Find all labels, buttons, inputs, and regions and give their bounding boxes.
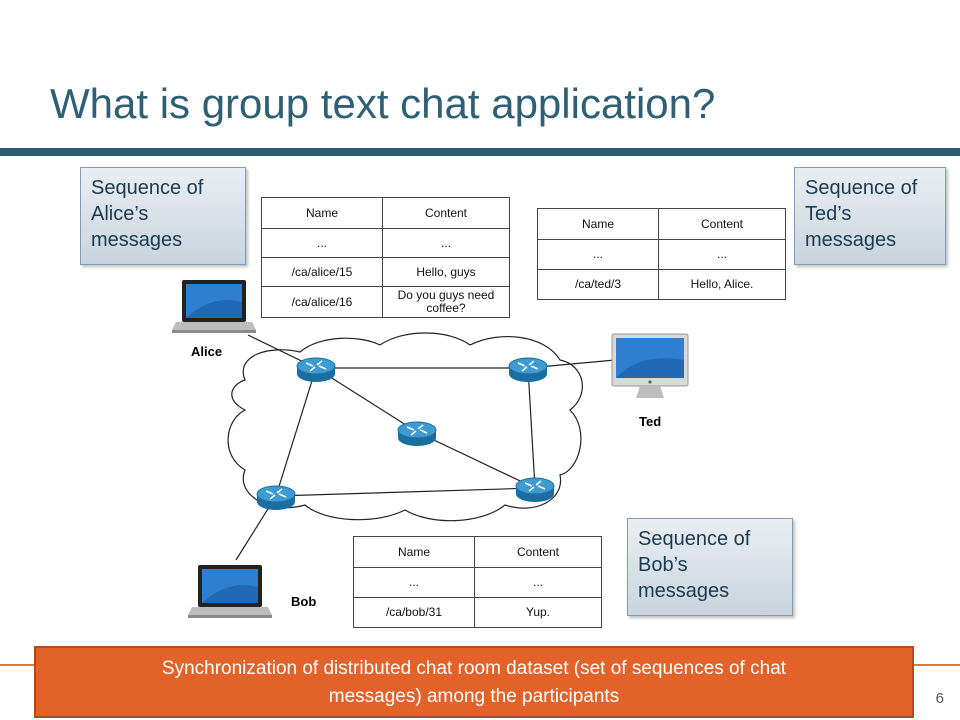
- callout-ted-line-1: Sequence of: [805, 177, 918, 199]
- desktop-icon: [611, 333, 689, 398]
- slide-title: What is group text chat application?: [50, 80, 716, 127]
- callout-alice-line-2: Alice’s: [91, 203, 149, 225]
- table-cell-content: Hello, Alice.: [658, 269, 786, 300]
- title-divider: [0, 148, 960, 156]
- router-icon: [508, 357, 548, 383]
- banner-line-2: messages) among the participants: [328, 686, 620, 707]
- router-icon: [296, 357, 336, 383]
- table-row: ... ...: [261, 228, 510, 258]
- callout-bob-line-1: Sequence of: [638, 528, 751, 550]
- callout-alice-line-1: Sequence of: [91, 177, 204, 199]
- ted-message-table: Name Content ... ... /ca/ted/3 Hello, Al…: [537, 208, 786, 300]
- page-number: 6: [935, 690, 944, 707]
- table-header-row: Name Content: [261, 197, 510, 229]
- table-cell-content: ...: [658, 239, 786, 270]
- callout-bob-line-3: messages: [638, 580, 730, 602]
- table-cell-content: ...: [382, 228, 510, 258]
- table-header-content: Content: [382, 197, 510, 229]
- node-label-bob: Bob: [291, 594, 317, 609]
- table-row: /ca/alice/15 Hello, guys: [261, 257, 510, 287]
- table-header-content: Content: [474, 536, 602, 568]
- table-header-content: Content: [658, 208, 786, 240]
- bob-message-table: Name Content ... ... /ca/bob/31 Yup.: [353, 536, 602, 628]
- callout-bob: Sequence of Bob’s messages: [627, 518, 793, 616]
- node-label-ted: Ted: [639, 414, 662, 429]
- summary-banner: Synchronization of distributed chat room…: [34, 646, 914, 718]
- table-cell-name: ...: [353, 567, 475, 598]
- banner-line-1: Synchronization of distributed chat room…: [161, 658, 787, 679]
- table-cell-content: Do you guys need coffee?: [382, 286, 510, 318]
- alice-message-table: Name Content ... ... /ca/alice/15 Hello,…: [261, 197, 510, 318]
- router-icon: [256, 485, 296, 511]
- router-icon: [397, 421, 437, 447]
- table-row: /ca/ted/3 Hello, Alice.: [537, 269, 786, 300]
- table-row: /ca/bob/31 Yup.: [353, 597, 602, 628]
- table-cell-name: /ca/alice/16: [261, 286, 383, 318]
- callout-bob-line-2: Bob’s: [638, 554, 688, 576]
- table-cell-content: Yup.: [474, 597, 602, 628]
- table-header-row: Name Content: [537, 208, 786, 240]
- table-cell-name: /ca/bob/31: [353, 597, 475, 628]
- table-cell-name: /ca/ted/3: [537, 269, 659, 300]
- node-label-alice: Alice: [191, 344, 223, 359]
- laptop-icon: [172, 280, 256, 333]
- callout-ted: Sequence of Ted’s messages: [794, 167, 946, 265]
- table-cell-name: ...: [261, 228, 383, 258]
- callout-ted-line-2: Ted’s: [805, 203, 852, 225]
- table-row: /ca/alice/16 Do you guys need coffee?: [261, 286, 510, 318]
- table-cell-name: ...: [537, 239, 659, 270]
- callout-ted-line-3: messages: [805, 229, 897, 251]
- table-cell-name: /ca/alice/15: [261, 257, 383, 287]
- table-row: ... ...: [537, 239, 786, 270]
- callout-alice: Sequence of Alice’s messages: [80, 167, 246, 265]
- router-icon: [515, 477, 555, 503]
- table-header-row: Name Content: [353, 536, 602, 568]
- laptop-icon: [188, 565, 272, 618]
- callout-alice-line-3: messages: [91, 229, 183, 251]
